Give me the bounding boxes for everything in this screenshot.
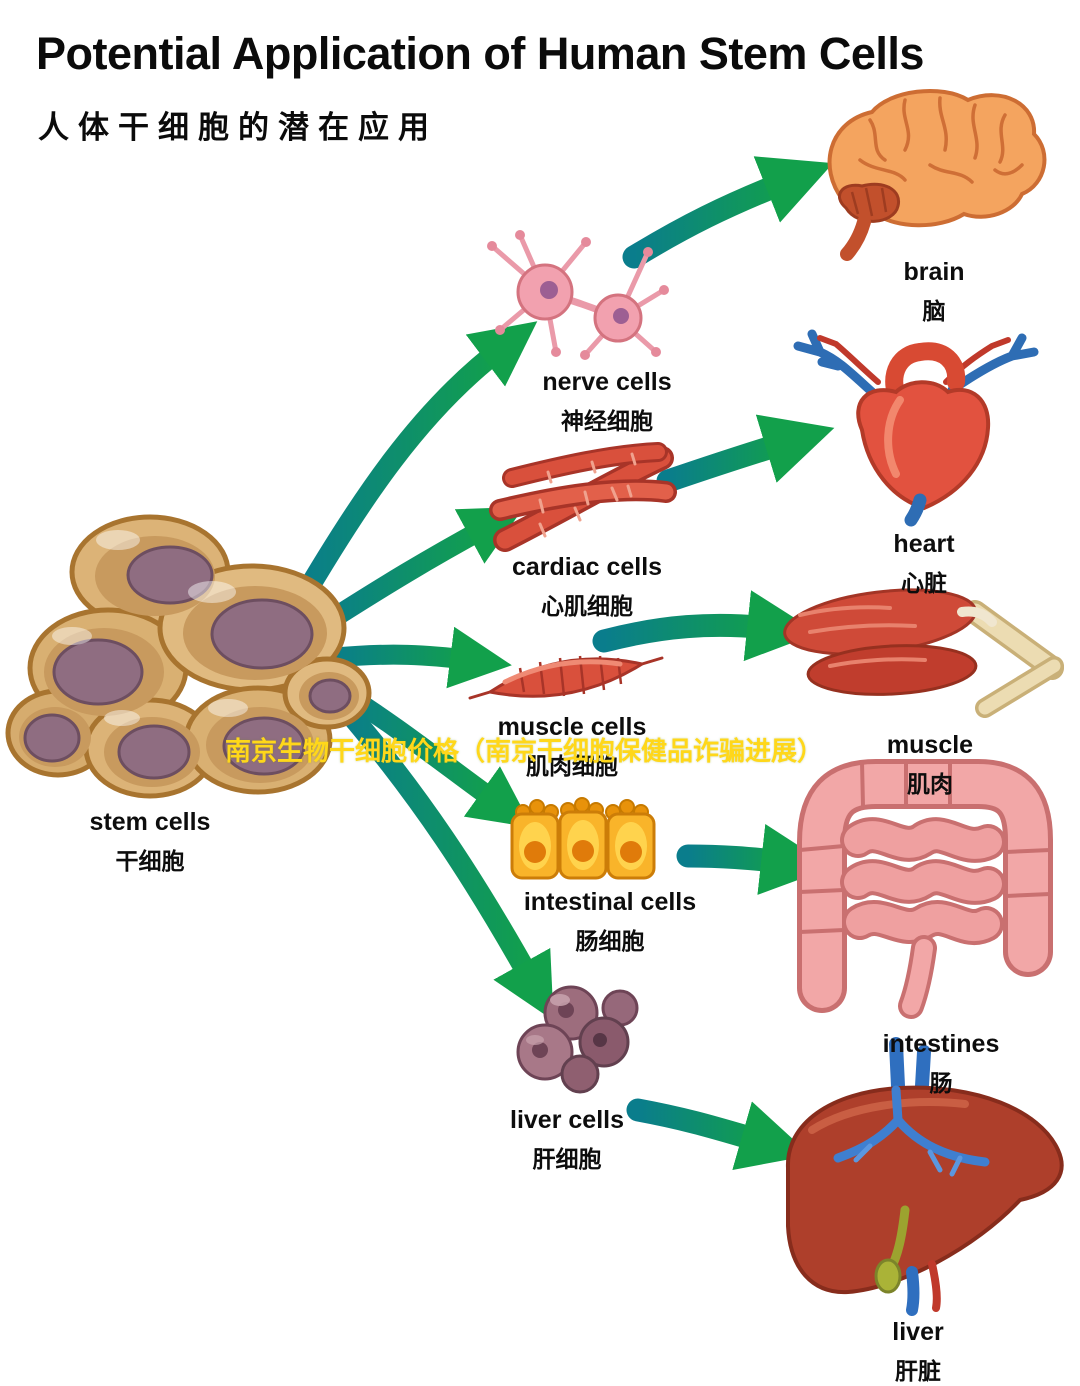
liver-cells-label-en: liver cells: [510, 1106, 624, 1134]
nerve-cells-label-en: nerve cells: [542, 368, 672, 396]
intestinal-cells-illustration: [510, 797, 656, 880]
intestinal-cells-caption: intestinal cells 肠细胞: [524, 888, 696, 956]
intestines-label-en: intestines: [882, 1030, 1000, 1058]
heart-label-en: heart: [893, 530, 955, 558]
intestines-caption: intestines 肠: [883, 1030, 1000, 1098]
stem-cells-illustration: [5, 514, 372, 799]
nerve-cells-caption: nerve cells 神经细胞: [542, 368, 671, 436]
arrow-intestinal-cells-to-intestines: [676, 824, 833, 895]
cardiac-cells-label-en: cardiac cells: [511, 553, 663, 581]
arrow-liver-cells-to-liver: [626, 1098, 811, 1171]
intestines-illustration: [797, 759, 1053, 1019]
liver-label-zh: 肝脏: [895, 1358, 941, 1384]
arrows-group: [287, 156, 835, 1171]
muscle-label-zh: 肌肉: [906, 771, 953, 797]
arrow-stem-to-nerve-cells: [287, 321, 538, 617]
muscle-cells-label-zh: 肌肉细胞: [526, 753, 618, 779]
arrow-muscle-cells-to-muscle: [592, 590, 819, 662]
liver-cells-illustration: [516, 985, 639, 1094]
cardiac-cells-label-zh: 心肌细胞: [541, 593, 633, 619]
brain-label-en: brain: [903, 258, 965, 286]
watermark-text: 南京生物干细胞价格（南京干细胞保健品诈骗进展）: [224, 736, 824, 766]
stem-cells-label-zh: 干细胞: [115, 848, 185, 874]
page-title: Potential Application of Human Stem Cell…: [36, 28, 924, 79]
stem-cells-caption: stem cells 干细胞: [90, 808, 211, 876]
muscle-label-en: muscle: [886, 731, 974, 759]
liver-cells-caption: liver cells 肝细胞: [510, 1106, 624, 1174]
liver-cells-label-zh: 肝细胞: [532, 1146, 602, 1172]
arrow-stem-to-liver-cells: [327, 689, 554, 1021]
heart-caption: heart 心脏: [893, 530, 954, 598]
brain-illustration: [827, 88, 1047, 261]
arrow-nerve-cells-to-brain: [622, 156, 834, 269]
muscle-cells-caption: muscle cells 肌肉细胞: [498, 713, 647, 781]
brain-label-zh: 脑: [922, 298, 946, 324]
muscle-cells-label-en: muscle cells: [497, 713, 647, 741]
nerve-cells-illustration: [487, 230, 669, 360]
arrow-stem-to-muscle-cells: [322, 626, 512, 689]
cardiac-cells-illustration: [489, 442, 677, 552]
heart-illustration: [793, 329, 1039, 527]
liver-caption: liver 肝脏: [892, 1318, 943, 1386]
arrow-cardiac-cells-to-heart: [656, 414, 835, 493]
muscle-caption: muscle 肌肉: [887, 731, 973, 799]
liver-illustration: [785, 1037, 1064, 1316]
nerve-cells-label-zh: 神经细胞: [560, 408, 653, 434]
liver-label-en: liver: [892, 1318, 944, 1346]
intestinal-cells-label-zh: 肠细胞: [575, 928, 645, 954]
heart-label-zh: 心脏: [900, 570, 947, 596]
brain-caption: brain 脑: [903, 258, 964, 326]
muscle-cells-illustration: [468, 655, 664, 700]
intestinal-cells-label-en: intestinal cells: [523, 888, 697, 916]
intestines-label-zh: 肠: [929, 1070, 953, 1096]
cardiac-cells-caption: cardiac cells 心肌细胞: [512, 553, 662, 621]
page-subtitle: 人体干细胞的潜在应用: [38, 110, 438, 145]
stem-cells-label-en: stem cells: [89, 808, 211, 836]
muscle-illustration: [783, 588, 1064, 718]
